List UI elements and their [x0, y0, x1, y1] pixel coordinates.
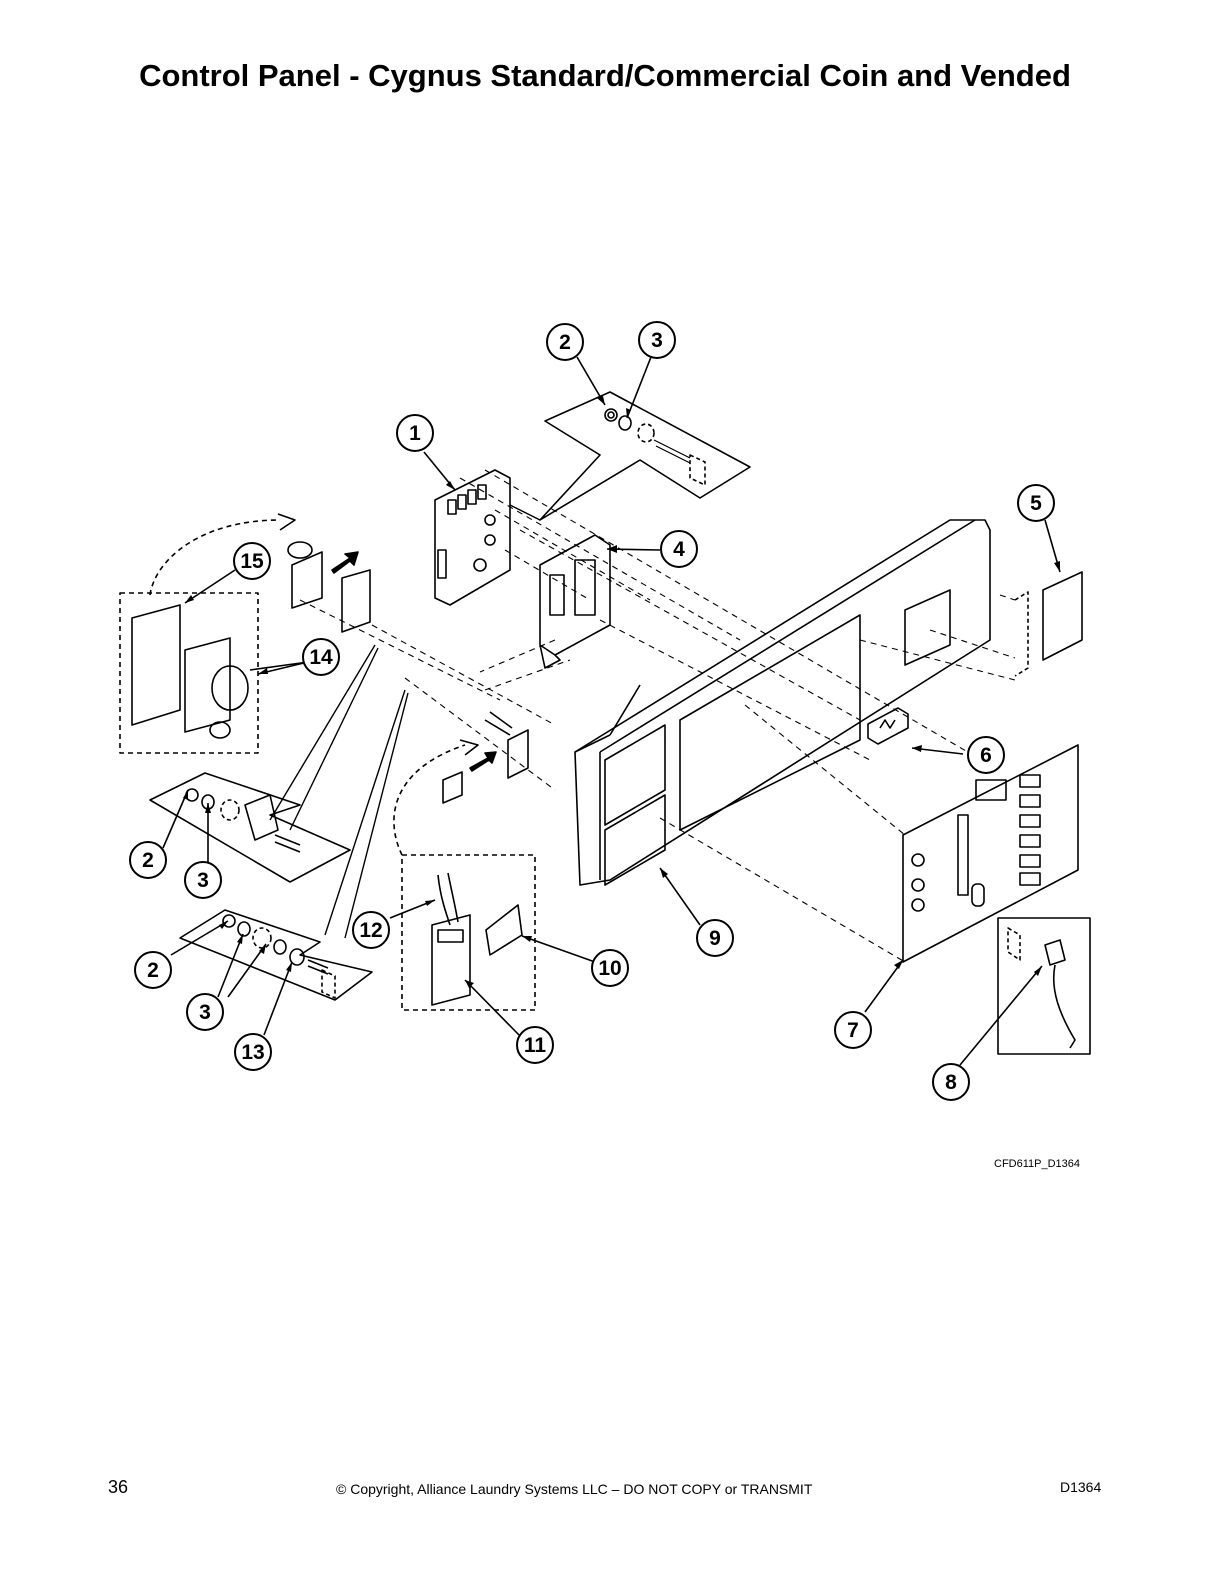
callout-circle — [546, 323, 584, 361]
callout-label: 13 — [241, 1041, 264, 1064]
callout-c6: 6 — [967, 736, 1005, 774]
middle-hardware-detail — [149, 772, 351, 883]
callout-circle — [234, 1033, 272, 1071]
callout-circle — [184, 861, 222, 899]
callout-label: 1 — [409, 422, 421, 445]
card-reader — [442, 711, 529, 804]
front-overlay — [902, 744, 1079, 963]
board-bracket — [539, 534, 611, 669]
callout-c8: 8 — [932, 1063, 970, 1101]
callout-circle — [696, 919, 734, 957]
lower-hardware-detail — [179, 909, 373, 1001]
callout-c9: 9 — [696, 919, 734, 957]
callout-circle — [233, 542, 271, 580]
top-hardware-detail — [539, 391, 751, 521]
callout-c7: 7 — [834, 1011, 872, 1049]
arrowheads — [183, 396, 1060, 988]
callout-circle — [1017, 484, 1055, 522]
coin-module — [287, 541, 371, 633]
callout-c15: 15 — [233, 542, 271, 580]
callout-label: 10 — [598, 957, 621, 980]
control-board — [434, 469, 511, 606]
document-code: D1364 — [1060, 1479, 1102, 1495]
callout-c4: 4 — [660, 530, 698, 568]
callout-c1: 1 — [396, 414, 434, 452]
alignment-lines — [299, 469, 1016, 963]
callout-c3a: 3 — [638, 321, 676, 359]
callout-c14: 14 — [302, 638, 340, 676]
panel-label — [1014, 571, 1083, 677]
callout-label: 3 — [651, 329, 663, 352]
callout-circle — [834, 1011, 872, 1049]
callout-label: 12 — [359, 919, 382, 942]
callout-label: 2 — [559, 331, 571, 354]
callout-label: 8 — [945, 1071, 957, 1094]
callout-label: 7 — [847, 1019, 859, 1042]
callout-c5: 5 — [1017, 484, 1055, 522]
cable-detail-box — [997, 917, 1091, 1055]
callout-c10: 10 — [591, 949, 629, 987]
callout-circle — [129, 841, 167, 879]
callout-label: 4 — [673, 538, 685, 561]
callout-label: 2 — [147, 959, 159, 982]
callout-label: 15 — [240, 550, 264, 573]
callout-circle — [352, 911, 390, 949]
callout-c13: 13 — [234, 1033, 272, 1071]
card-reader-detail-box — [393, 739, 536, 1011]
callout-circle — [660, 530, 698, 568]
callout-c2a: 2 — [546, 323, 584, 361]
figure-code: CFD611P_D1364 — [994, 1158, 1081, 1170]
panel-insert — [867, 707, 909, 745]
callout-c2c: 2 — [134, 951, 172, 989]
callout-circle — [932, 1063, 970, 1101]
callout-circle — [591, 949, 629, 987]
coin-module-detail-box — [119, 513, 296, 754]
callout-label: 2 — [142, 849, 154, 872]
copyright-notice: © Copyright, Alliance Laundry Systems LL… — [336, 1481, 813, 1497]
callout-circle — [302, 638, 340, 676]
callout-label: 6 — [980, 744, 992, 767]
callout-c3b: 3 — [184, 861, 222, 899]
callout-label: 14 — [309, 646, 333, 669]
callout-c3c: 3 — [186, 993, 224, 1031]
callout-label: 11 — [524, 1034, 547, 1057]
detail-connector-lines — [269, 504, 541, 939]
callout-circle — [516, 1026, 554, 1064]
callout-c2b: 2 — [129, 841, 167, 879]
callout-label: 5 — [1030, 492, 1042, 515]
callout-circle — [186, 993, 224, 1031]
callout-label: 3 — [197, 869, 209, 892]
callout-label: 3 — [199, 1001, 211, 1024]
callout-circle — [638, 321, 676, 359]
main-control-panel — [574, 519, 991, 886]
page-number: 36 — [108, 1477, 129, 1497]
page-title: Control Panel - Cygnus Standard/Commerci… — [139, 58, 1071, 93]
callout-circle — [134, 951, 172, 989]
callout-label: 9 — [709, 927, 721, 950]
callout-circle — [396, 414, 434, 452]
callout-c11: 11 — [516, 1026, 554, 1064]
callout-c12: 12 — [352, 911, 390, 949]
callout-circle — [967, 736, 1005, 774]
